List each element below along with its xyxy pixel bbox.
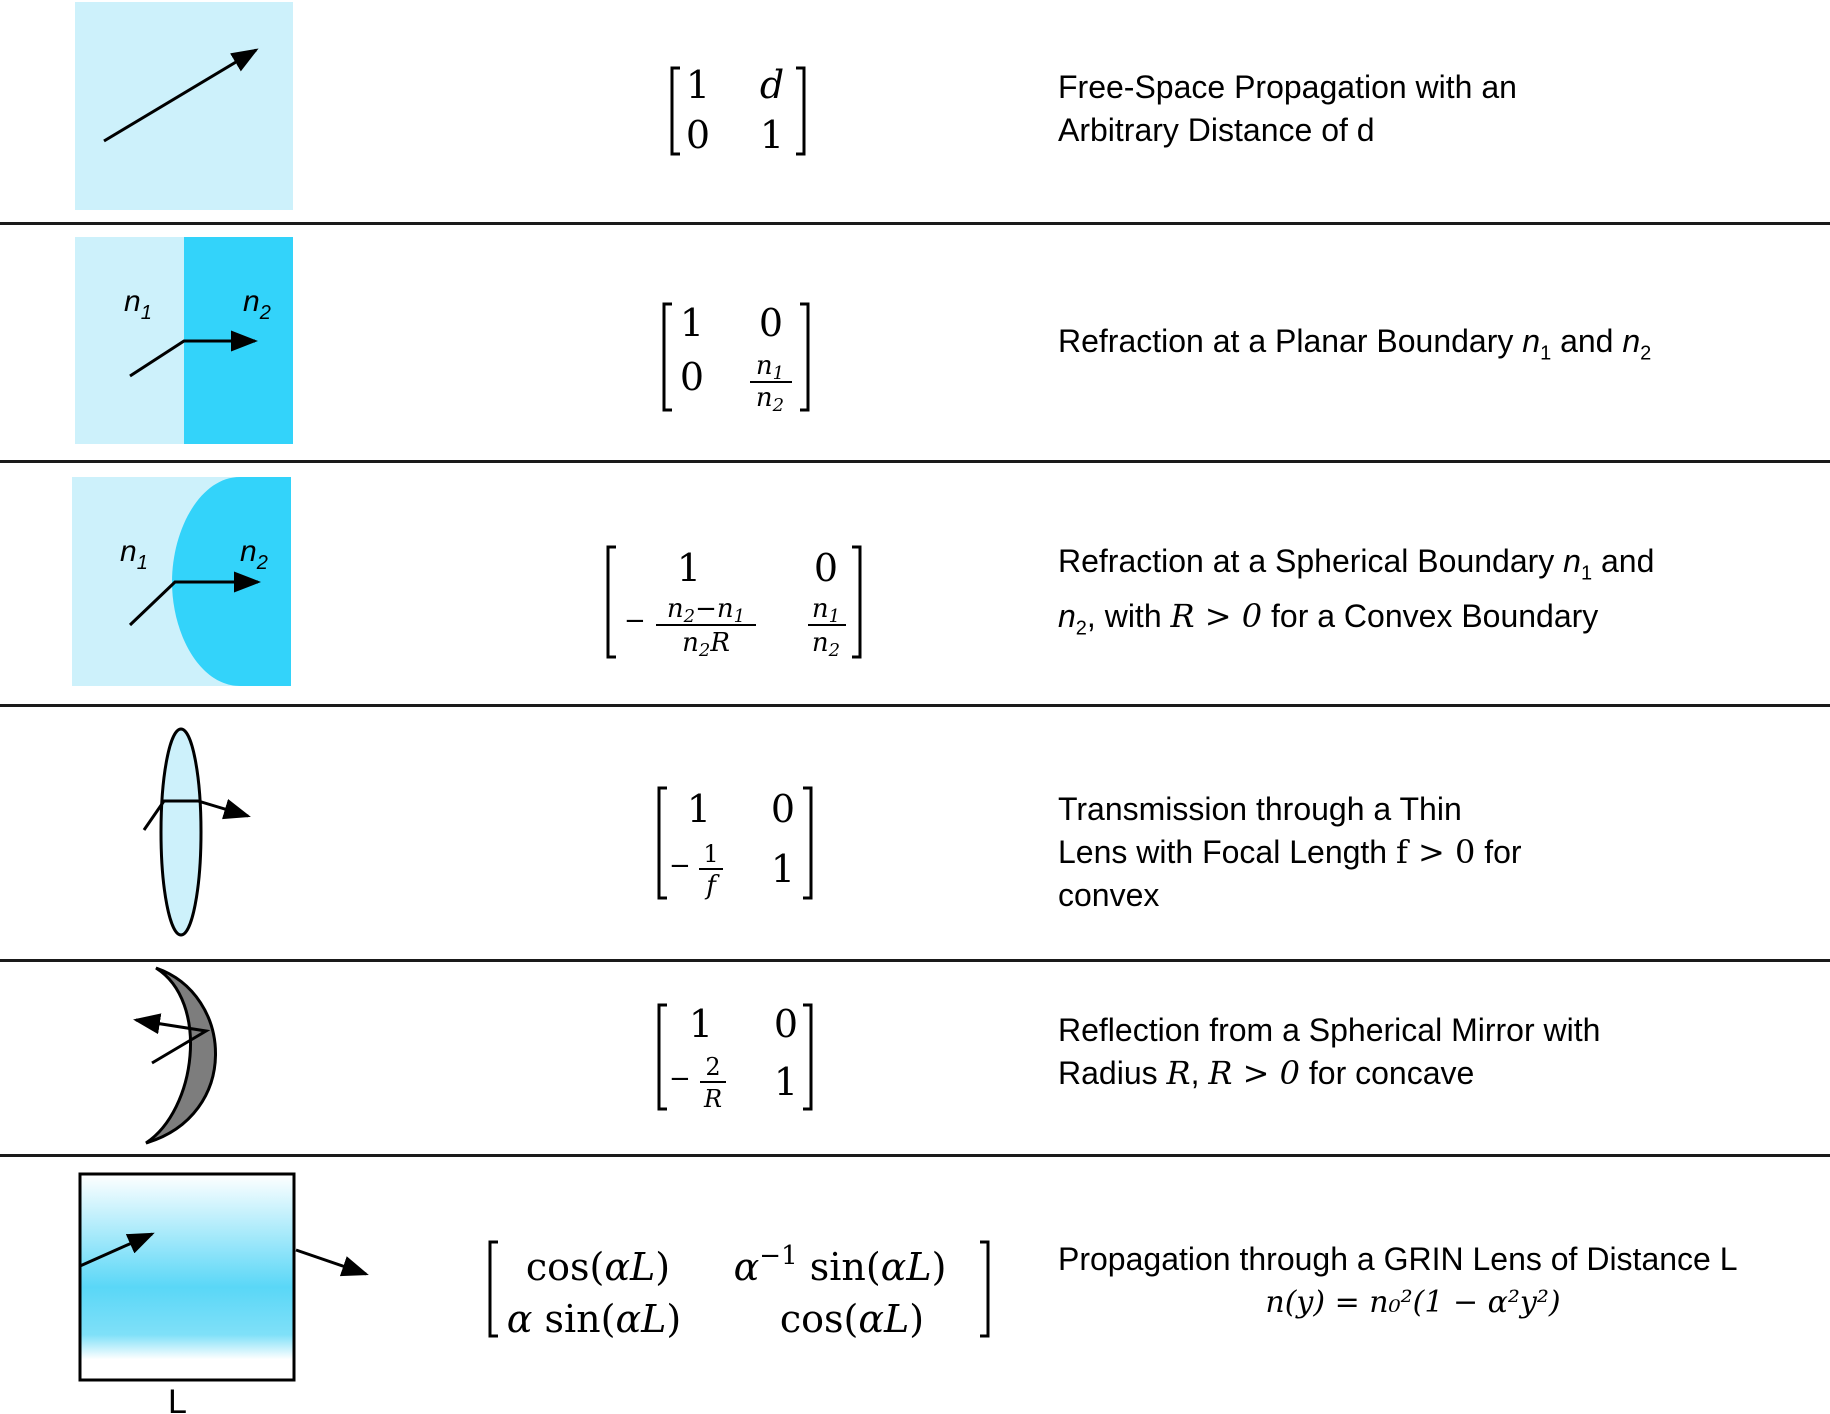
thin-lens-matrix: 1 0 − 1 f 1 xyxy=(655,786,815,906)
arrow-ray-icon xyxy=(103,48,259,143)
svg-text:n2R: n2R xyxy=(682,628,730,661)
spherical-boundary-description: Refraction at a Spherical Boundary n1 an… xyxy=(1058,543,1655,640)
svg-text:n2: n2 xyxy=(812,628,840,661)
svg-text:1: 1 xyxy=(771,847,795,891)
svg-text:0: 0 xyxy=(774,1002,798,1046)
svg-text:1: 1 xyxy=(774,1060,798,1104)
n1-label: n1 xyxy=(124,285,152,324)
spherical-boundary-icon: n1 n2 xyxy=(72,477,291,686)
svg-text:0: 0 xyxy=(814,546,838,590)
svg-text:1: 1 xyxy=(677,546,701,590)
svg-text:0: 0 xyxy=(759,301,783,345)
planar-boundary-icon: n1 n2 xyxy=(75,237,293,444)
spherical-mirror-matrix: 1 0 − 2 R 1 xyxy=(655,1002,815,1118)
planar-boundary-description: Refraction at a Planar Boundary n1 and n… xyxy=(1058,323,1652,365)
svg-text:n2−n1: n2−n1 xyxy=(667,594,745,627)
svg-text:n1: n1 xyxy=(756,351,784,384)
row-divider xyxy=(0,222,1830,225)
svg-text:f: f xyxy=(704,871,720,901)
n2-label: n2 xyxy=(240,535,268,574)
row-divider xyxy=(0,1154,1830,1157)
svg-text:−: − xyxy=(669,1064,691,1094)
spherical-boundary-matrix: 1 0 − n2−n1 n2R n1 n2 xyxy=(604,545,864,665)
svg-text:1: 1 xyxy=(687,787,711,831)
svg-text:n1: n1 xyxy=(812,594,840,627)
thin-lens-icon xyxy=(142,727,251,937)
row-divider xyxy=(0,460,1830,463)
free-space-matrix: 1 d 0 1 xyxy=(668,63,808,161)
spherical-mirror-description: Reflection from a Spherical Mirror with … xyxy=(1058,1012,1601,1092)
grin-lens-description: Propagation through a GRIN Lens of Dista… xyxy=(1058,1238,1768,1324)
n2-label: n2 xyxy=(243,285,271,324)
length-label: L xyxy=(168,1383,187,1414)
svg-text:n2: n2 xyxy=(756,383,784,416)
svg-text:α sin(αL): α sin(αL) xyxy=(507,1297,681,1341)
thin-lens-description: Transmission through a Thin Lens with Fo… xyxy=(1058,791,1522,913)
svg-text:−: − xyxy=(624,606,646,636)
svg-text:0: 0 xyxy=(771,787,795,831)
svg-text:2: 2 xyxy=(705,1053,720,1081)
grin-index-profile: n(y) = n₀²(1 − α²y²) xyxy=(1265,1285,1561,1320)
n1-label: n1 xyxy=(120,535,148,574)
grin-lens-matrix: cos(αL) α−1 sin(αL) α sin(αL) cos(αL) xyxy=(486,1240,992,1345)
svg-text:0: 0 xyxy=(680,355,704,399)
svg-text:1: 1 xyxy=(686,63,710,107)
svg-text:α−1 sin(αL): α−1 sin(αL) xyxy=(734,1241,947,1289)
grin-lens-icon: L xyxy=(78,1172,369,1414)
svg-text:1: 1 xyxy=(680,301,704,345)
row-divider xyxy=(0,959,1830,962)
svg-text:1: 1 xyxy=(703,840,718,868)
svg-text:0: 0 xyxy=(686,113,710,157)
svg-text:cos(αL): cos(αL) xyxy=(526,1245,670,1289)
planar-boundary-matrix: 1 0 0 n1 n2 xyxy=(660,301,810,417)
free-space-icon xyxy=(75,2,293,210)
svg-text:1: 1 xyxy=(760,113,784,157)
free-space-description: Free-Space Propagation with an Arbitrary… xyxy=(1058,69,1517,148)
spherical-mirror-icon xyxy=(133,966,217,1145)
svg-text:d: d xyxy=(760,63,784,107)
svg-text:cos(αL): cos(αL) xyxy=(780,1297,924,1341)
svg-text:−: − xyxy=(669,851,691,881)
row-divider xyxy=(0,704,1830,707)
svg-text:1: 1 xyxy=(689,1002,713,1046)
svg-text:R: R xyxy=(703,1085,722,1113)
